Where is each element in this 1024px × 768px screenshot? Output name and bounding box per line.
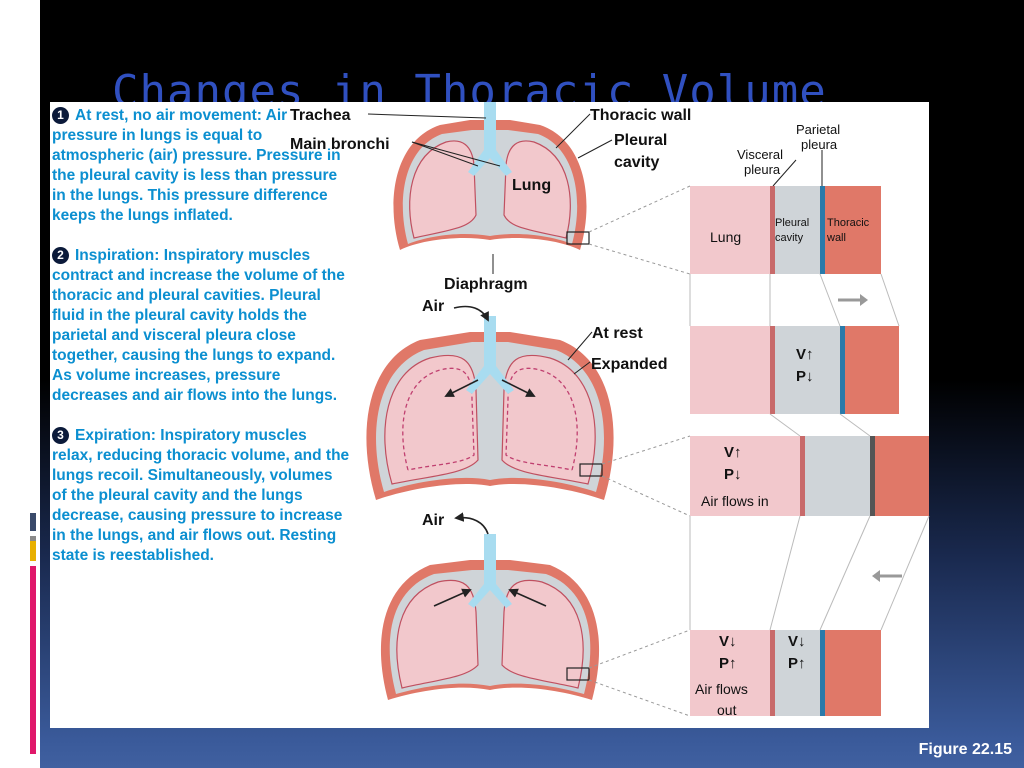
- label-air: Air: [422, 298, 444, 315]
- volume-down: V↓: [719, 633, 737, 650]
- volume-up: V↑: [724, 444, 742, 461]
- strip-inspiration-1: [690, 326, 899, 414]
- label-parietal-pleura: pleura: [801, 137, 838, 152]
- zoom-line: [589, 630, 690, 668]
- figure-caption: Figure 22.15: [919, 741, 1012, 759]
- label-main-bronchi: Main bronchi: [290, 136, 390, 153]
- lungs-expiration: [381, 518, 599, 700]
- strip-label-lung: Lung: [710, 229, 741, 245]
- strip-label-thoracic: Thoracic: [827, 217, 870, 229]
- zoom-line: [589, 680, 690, 716]
- label-at-rest: At rest: [592, 325, 643, 342]
- zoom-line: [602, 436, 690, 464]
- label-parietal-pleura: Parietal: [796, 122, 840, 137]
- label-thoracic-wall: Thoracic wall: [590, 107, 691, 124]
- label-visceral-pleura: pleura: [744, 162, 781, 177]
- air-flows-in: Air flows in: [701, 493, 769, 509]
- lungs-inspiration: [366, 307, 613, 501]
- label-air: Air: [422, 512, 444, 529]
- zoom-line: [589, 244, 690, 274]
- pressure-down: P↓: [724, 466, 742, 483]
- label-trachea: Trachea: [290, 107, 351, 124]
- strip-label-thoracic: wall: [826, 232, 846, 244]
- label-lung: Lung: [512, 177, 551, 194]
- strip-label-pleural: Pleural: [775, 217, 809, 229]
- air-out-arrow: [456, 518, 488, 534]
- zoom-line: [589, 186, 690, 232]
- air-flows-out: Air flows: [695, 681, 748, 697]
- volume-up: V↑: [796, 346, 814, 363]
- strip-label-pleural: cavity: [775, 232, 804, 244]
- zoom-line: [602, 476, 690, 516]
- label-visceral-pleura: Visceral: [737, 147, 783, 162]
- label-expanded: Expanded: [591, 356, 667, 373]
- pressure-up: P↑: [788, 655, 806, 672]
- pressure-up: P↑: [719, 655, 737, 672]
- air-flows-out: out: [717, 702, 737, 718]
- lungs-at-rest: [393, 102, 589, 250]
- label-diaphragm: Diaphragm: [444, 276, 528, 293]
- volume-down: V↓: [788, 633, 806, 650]
- arrow-left-icon: [872, 570, 880, 582]
- arrow-right-icon: [860, 294, 868, 306]
- label-pleural-cavity: Pleural: [614, 132, 667, 149]
- air-in-arrow: [454, 307, 488, 321]
- pressure-down: P↓: [796, 368, 814, 385]
- label-pleural-cavity: cavity: [614, 154, 659, 171]
